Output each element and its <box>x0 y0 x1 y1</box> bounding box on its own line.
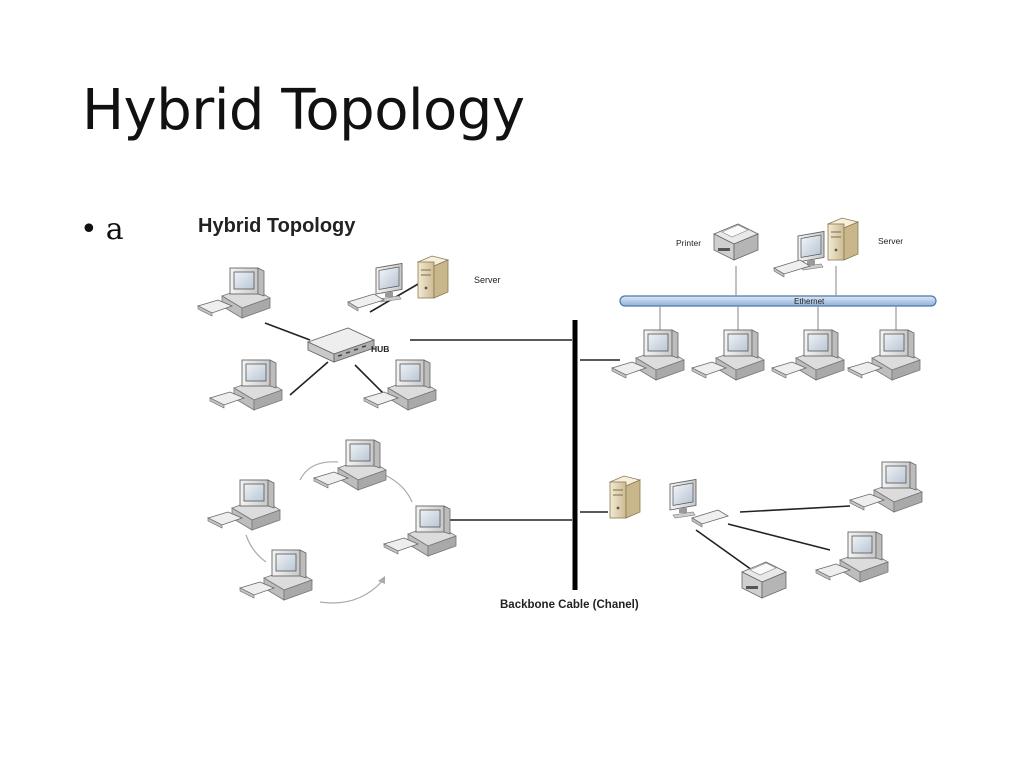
ethernet-label: Ethernet <box>794 297 825 306</box>
keyboard-icon <box>347 293 385 312</box>
hub-label: HUB <box>371 344 389 354</box>
bullet-text: a <box>105 212 124 247</box>
backbone-label: Backbone Cable (Chanel) <box>500 599 639 611</box>
desktop-computer-icon <box>691 329 765 381</box>
bullet-dot: • <box>80 212 98 247</box>
server-icon <box>609 475 641 519</box>
server-label-right: Server <box>878 236 903 246</box>
bullet-item: •a <box>80 212 124 247</box>
keyboard-icon <box>691 509 729 528</box>
desktop-computer-icon <box>611 329 685 381</box>
desktop-computer-icon <box>847 329 921 381</box>
desktop-computer-icon <box>207 479 281 531</box>
printer-label: Printer <box>676 238 701 248</box>
desktop-computer-icon <box>209 359 283 411</box>
desktop-computer-icon <box>239 549 313 601</box>
printer-icon <box>713 223 759 261</box>
server-label-left: Server <box>474 275 501 285</box>
bus-cluster: Ethernet Printer Server <box>580 217 937 381</box>
ethernet-bar <box>619 295 937 307</box>
desktop-computer-icon <box>815 531 889 583</box>
desktop-computer-icon <box>313 439 387 491</box>
desktop-computer-icon <box>849 461 923 513</box>
server-icon <box>827 217 859 261</box>
diagram-title: Hybrid Topology <box>198 215 356 237</box>
hybrid-topology-diagram: Hybrid Topology Backbone Cable (Chanel) … <box>197 215 937 611</box>
desktop-computer-icon <box>383 505 457 557</box>
hub-icon <box>307 327 375 363</box>
ring-cluster <box>207 439 572 604</box>
server-icon <box>417 255 449 299</box>
monitor-icon <box>669 478 697 519</box>
desktop-computer-icon <box>771 329 845 381</box>
monitor-icon <box>375 262 403 303</box>
hub-cluster: HUB Server <box>197 255 572 411</box>
right-star-cluster <box>580 461 923 599</box>
slide-title: Hybrid Topology <box>82 78 525 143</box>
desktop-computer-icon <box>197 267 271 319</box>
